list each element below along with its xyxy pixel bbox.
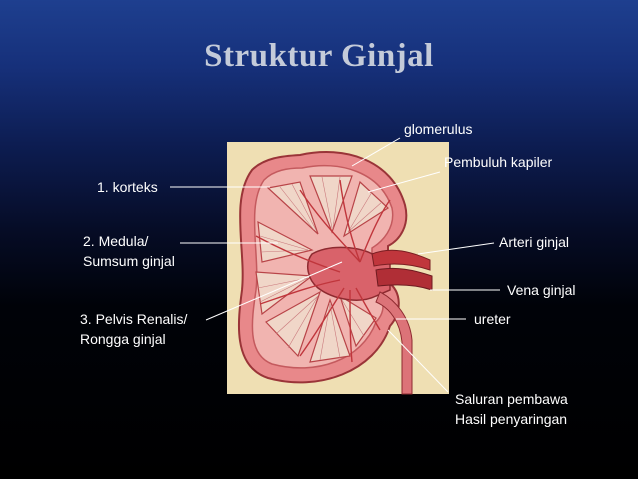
pyramid bbox=[266, 181, 319, 235]
renal-artery bbox=[371, 249, 431, 271]
kidney-illustration bbox=[237, 151, 433, 395]
label-saluran-line2: Hasil penyaringan bbox=[455, 411, 568, 427]
label-medula-line1: 2. Medula/ bbox=[83, 233, 149, 249]
label-arteri-ginjal: Arteri ginjal bbox=[499, 234, 570, 250]
pyramid bbox=[338, 294, 377, 348]
label-pelvis-line2: Rongga ginjal bbox=[80, 331, 166, 347]
label-medula-line2: Sumsum ginjal bbox=[83, 253, 175, 269]
medulla-pyramids bbox=[255, 175, 389, 363]
leader-saluran bbox=[387, 329, 449, 393]
label-saluran-line1: Saluran pembawa bbox=[455, 391, 568, 407]
leader-pelvis bbox=[205, 261, 343, 321]
leader-pembuluh-kapiler bbox=[367, 171, 441, 193]
pyramid bbox=[265, 290, 322, 358]
label-vena-ginjal: Vena ginjal bbox=[507, 282, 576, 298]
ureter-tube bbox=[375, 291, 413, 395]
slide-title: Struktur Ginjal bbox=[204, 38, 434, 74]
leader-glomerulus bbox=[351, 137, 401, 167]
pyramid-striations bbox=[257, 176, 383, 361]
label-ureter: ureter bbox=[474, 311, 511, 327]
pyramid bbox=[257, 220, 314, 263]
label-glomerulus: glomerulus bbox=[404, 121, 473, 137]
label-pelvis-line1: 3. Pelvis Renalis/ bbox=[80, 311, 188, 327]
label-pembuluh-kapiler: Pembuluh kapiler bbox=[444, 154, 553, 170]
leader-arteri bbox=[417, 242, 495, 255]
leader-lines bbox=[170, 137, 500, 393]
pyramid bbox=[309, 298, 351, 363]
blood-vessels bbox=[255, 179, 391, 363]
pyramid bbox=[342, 180, 389, 238]
label-korteks: 1. korteks bbox=[97, 179, 158, 195]
